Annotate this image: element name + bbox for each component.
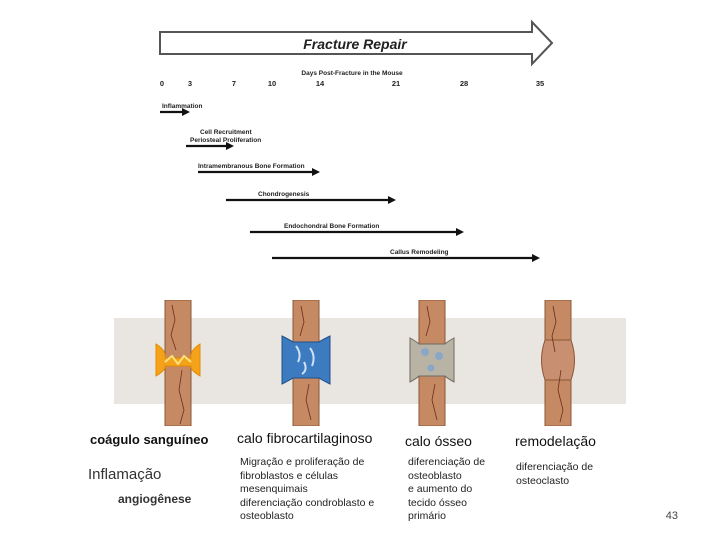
bony-callus xyxy=(409,337,455,383)
desc-line: fibroblastos e células xyxy=(240,469,339,482)
remodeled-bulge xyxy=(541,339,575,381)
desc-line: diferenciação de xyxy=(408,456,486,468)
stage-1-title: Inflamação xyxy=(88,466,162,483)
bone-stage-2 xyxy=(281,300,331,426)
phase-label: Chondrogenesis xyxy=(258,191,310,198)
phase-label: Cell Recruitment xyxy=(200,129,252,136)
caption-stage-3: calo ósseo xyxy=(405,433,472,449)
bone-stage-4 xyxy=(541,300,575,426)
day-tick-label: 28 xyxy=(460,79,468,88)
phase-label: Callus Remodeling xyxy=(390,249,449,256)
phase-label: Intramembranous Bone Formation xyxy=(198,163,305,170)
phase-arrow-head xyxy=(532,254,540,262)
desc-line: diferenciação de xyxy=(516,461,594,473)
desc-line: osteoblasto xyxy=(408,469,462,482)
bone-stage-1 xyxy=(155,300,201,426)
phase-arrow-head xyxy=(312,168,320,176)
desc-line: tecido ósseo xyxy=(408,496,467,509)
phase-arrow-head xyxy=(388,196,396,204)
caption-stage-2: calo fibrocartilaginoso xyxy=(237,430,373,446)
phase-arrow-head xyxy=(226,142,234,150)
fibrocartilage-callus xyxy=(281,335,331,385)
desc-line: osteoblasto xyxy=(240,510,294,522)
day-tick-label: 0 xyxy=(160,79,164,88)
caption-stage-1: coágulo sanguíneo xyxy=(90,432,209,447)
day-ticks: 0 3 7 10 14 21 28 35 xyxy=(160,79,544,88)
desc-line: Migração e proliferação de xyxy=(240,456,365,468)
bone-stage-3 xyxy=(409,300,455,426)
stage-3-description: diferenciação de osteoblasto e aumento d… xyxy=(408,456,485,524)
day-tick-label: 35 xyxy=(536,79,544,88)
axis-caption: Days Post-Fracture in the Mouse xyxy=(301,70,403,77)
stage-1-subtitle: angiogênese xyxy=(118,492,192,506)
desc-line: diferenciação condroblasto e xyxy=(240,496,375,509)
stage-4-description: diferenciação de osteoclasto xyxy=(516,461,593,488)
fracture-repair-timeline: Fracture Repair Days Post-Fracture in th… xyxy=(159,19,554,262)
desc-line: e aumento do xyxy=(408,483,473,495)
stage-2-description: Migração e proliferação de fibroblastos … xyxy=(240,456,374,524)
desc-line: primário xyxy=(408,510,446,522)
page-number: 43 xyxy=(665,510,678,522)
blood-clot xyxy=(155,343,201,377)
day-tick-label: 10 xyxy=(268,79,276,88)
phase-arrow-head xyxy=(182,108,190,116)
header-arrow xyxy=(159,19,554,67)
header-title: Fracture Repair xyxy=(303,36,408,52)
desc-line: mesenquimais xyxy=(240,483,308,495)
phase-arrow-head xyxy=(456,228,464,236)
day-tick-label: 7 xyxy=(232,79,236,88)
day-tick-label: 3 xyxy=(188,79,192,88)
phase-label-secondary: Periosteal Proliferation xyxy=(190,137,261,144)
caption-stage-4: remodelação xyxy=(515,433,596,449)
desc-line: osteoclasto xyxy=(516,474,570,487)
day-tick-label: 14 xyxy=(316,79,325,88)
day-tick-label: 21 xyxy=(392,79,400,88)
phase-label: Endochondral Bone Formation xyxy=(284,223,379,230)
phase-label: Inflammation xyxy=(162,103,202,110)
